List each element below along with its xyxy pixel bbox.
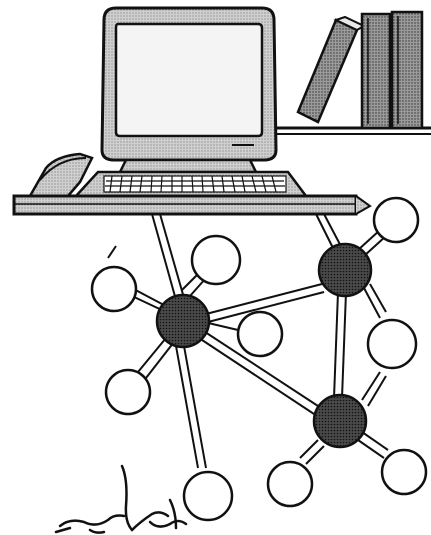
light-atom (268, 462, 312, 506)
leaning-book (298, 17, 364, 122)
stray-pen-mark (108, 246, 116, 258)
dark-atom (314, 395, 366, 447)
keyboard (76, 172, 306, 196)
light-atom (184, 472, 232, 520)
light-atom (368, 320, 416, 368)
monitor-screen (116, 24, 262, 136)
standing-book-2 (392, 12, 422, 128)
books-on-shelf (298, 12, 422, 128)
light-atom (238, 312, 282, 356)
light-atom (92, 267, 136, 311)
dark-atom (319, 244, 371, 296)
computer-monitor (102, 8, 276, 172)
keyboard-keys (104, 176, 286, 192)
desk-table (14, 196, 370, 214)
standing-book-1 (362, 14, 390, 128)
light-atom (374, 198, 418, 242)
dark-atom (157, 295, 209, 347)
monitor-base (120, 160, 256, 172)
light-atom (382, 450, 426, 494)
handwritten-signature (56, 466, 186, 533)
light-atom (106, 370, 150, 414)
light-atom (192, 236, 240, 284)
